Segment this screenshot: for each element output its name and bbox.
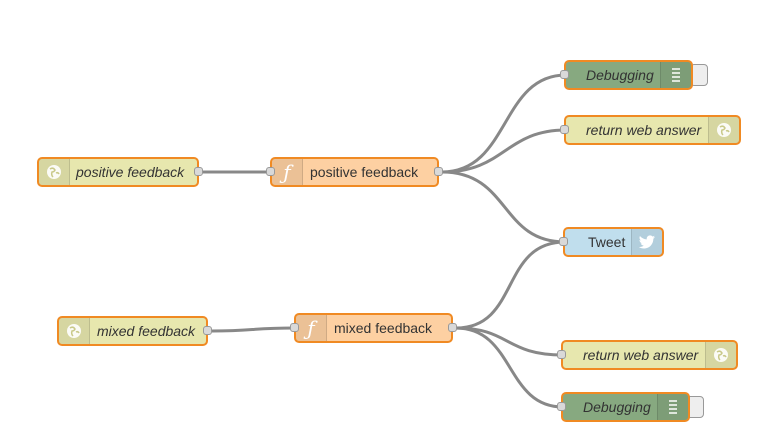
wire-pos-fn-to-debug1[interactable] [441,73,567,174]
node-label: Tweet [588,234,626,250]
node-debug-2[interactable]: Debugging [557,392,690,422]
debug-list-icon [660,62,691,88]
node-twitter-out[interactable]: Tweet [559,227,664,257]
wire-mix-in-to-mix-fn[interactable] [211,326,296,333]
node-debug-1[interactable]: Debugging [560,60,693,90]
input-port[interactable] [560,125,569,134]
wire-pos-fn-to-resp1[interactable] [441,128,567,174]
globe-icon [39,159,70,185]
twitter-bird-icon [631,229,662,255]
function-icon: ƒ [296,315,327,341]
node-function-positive[interactable]: ƒ positive feedback [266,157,443,187]
function-icon: ƒ [272,159,303,185]
node-http-in-positive[interactable]: positive feedback [37,157,203,187]
input-port[interactable] [560,70,569,79]
node-label: mixed feedback [334,320,433,336]
output-port[interactable] [434,167,443,176]
node-label: positive feedback [76,164,185,180]
globe-icon [708,117,739,143]
node-label: Debugging [586,67,654,83]
node-http-response-1[interactable]: return web answer [560,115,741,145]
node-http-in-mixed[interactable]: mixed feedback [57,316,212,346]
output-port[interactable] [203,326,212,335]
node-label: return web answer [586,122,702,138]
input-port[interactable] [557,402,566,411]
node-label: mixed feedback [97,323,196,339]
wire-mix-fn-to-tweet[interactable] [455,240,566,330]
input-port[interactable] [559,237,568,246]
node-function-mixed[interactable]: ƒ mixed feedback [290,313,457,343]
node-label: positive feedback [310,164,419,180]
wire-mix-fn-to-resp2[interactable] [455,326,564,357]
input-port[interactable] [266,167,275,176]
node-http-response-2[interactable]: return web answer [557,340,738,370]
globe-icon [59,318,90,344]
wire-pos-fn-to-tweet[interactable] [441,170,566,244]
input-port[interactable] [290,323,299,332]
output-port[interactable] [194,167,203,176]
debug-list-icon [657,394,688,420]
input-port[interactable] [557,350,566,359]
node-label: return web answer [583,347,699,363]
output-port[interactable] [448,323,457,332]
node-label: Debugging [583,399,651,415]
wire-mix-fn-to-debug2[interactable] [455,326,564,409]
globe-icon [705,342,736,368]
